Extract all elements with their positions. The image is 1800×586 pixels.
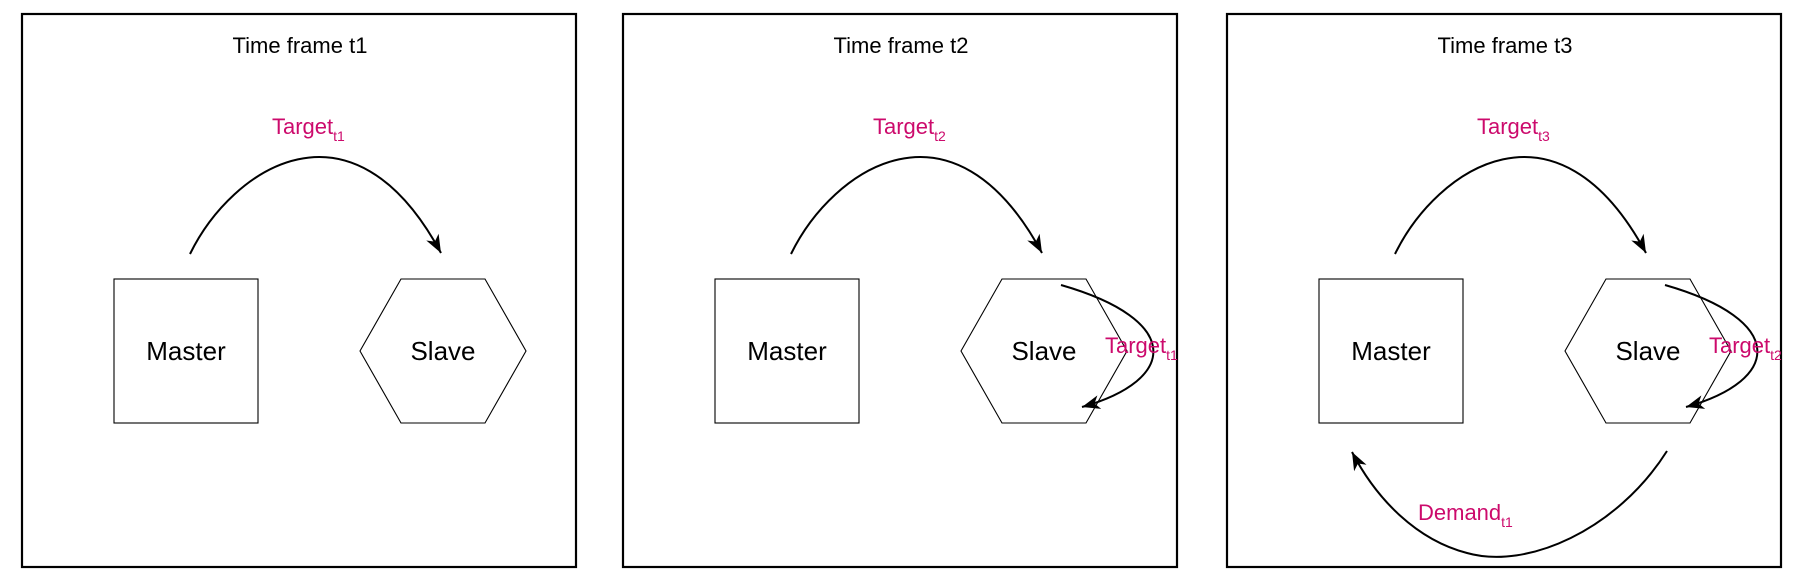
edge-self: Targett1 [1060, 284, 1178, 409]
arrow-line [1060, 284, 1155, 408]
slave-node [359, 278, 527, 424]
master-node [714, 278, 860, 424]
arrow-line [790, 156, 1043, 255]
edge-self: Targett2 [1664, 284, 1782, 409]
edge-label-subscript: t1 [1166, 347, 1178, 363]
frame-border [20, 12, 578, 569]
arrow-line [1394, 156, 1647, 255]
arrow-line [1664, 284, 1759, 408]
frame-title: Time frame t3 [1438, 33, 1573, 58]
edge-label-text: Target [1105, 333, 1166, 358]
edge-label: Targett2 [873, 114, 946, 144]
edge-label-subscript: t1 [333, 128, 345, 144]
edge-label: Targett3 [1477, 114, 1550, 144]
edge-label-subscript: t3 [1538, 128, 1550, 144]
frame-title: Time frame t2 [834, 33, 969, 58]
edge-bottom: Demandt1 [1351, 450, 1668, 558]
master-node [113, 278, 259, 424]
arrow-head [1082, 395, 1102, 409]
edge-label: Demandt1 [1418, 500, 1513, 530]
arrow-head [1686, 395, 1706, 409]
slave-node [1564, 278, 1732, 424]
frame-title: Time frame t1 [233, 33, 368, 58]
slave-label: Slave [410, 336, 475, 366]
edge-label-subscript: t2 [934, 128, 946, 144]
arrow-line [189, 156, 442, 255]
edge-label: Targett2 [1709, 333, 1782, 363]
edge-label: Targett1 [1105, 333, 1178, 363]
master-label: Master [747, 336, 827, 366]
arrow-head [1352, 452, 1367, 472]
time-frame-panel-1: Time frame t1 Master Slave Targett1 [20, 12, 578, 569]
master-label: Master [146, 336, 226, 366]
edge-top: Targett2 [790, 114, 1043, 255]
edge-label-text: Target [1709, 333, 1770, 358]
edge-top: Targett3 [1394, 114, 1647, 255]
slave-node [960, 278, 1128, 424]
edge-label-subscript: t1 [1501, 514, 1513, 530]
edge-label-text: Target [1477, 114, 1538, 139]
edge-label-text: Target [873, 114, 934, 139]
slave-label: Slave [1615, 336, 1680, 366]
arrow-line [1351, 450, 1668, 558]
edge-label: Targett1 [272, 114, 345, 144]
master-node [1318, 278, 1464, 424]
edge-label-text: Demand [1418, 500, 1501, 525]
edge-label-subscript: t2 [1770, 347, 1782, 363]
arrow-head [1631, 233, 1646, 253]
edge-label-text: Target [272, 114, 333, 139]
arrow-head [1027, 233, 1042, 253]
frame-border [1225, 12, 1783, 569]
edge-top: Targett1 [189, 114, 442, 255]
master-label: Master [1351, 336, 1431, 366]
arrow-head [426, 233, 441, 253]
slave-label: Slave [1011, 336, 1076, 366]
frame-border [621, 12, 1179, 569]
